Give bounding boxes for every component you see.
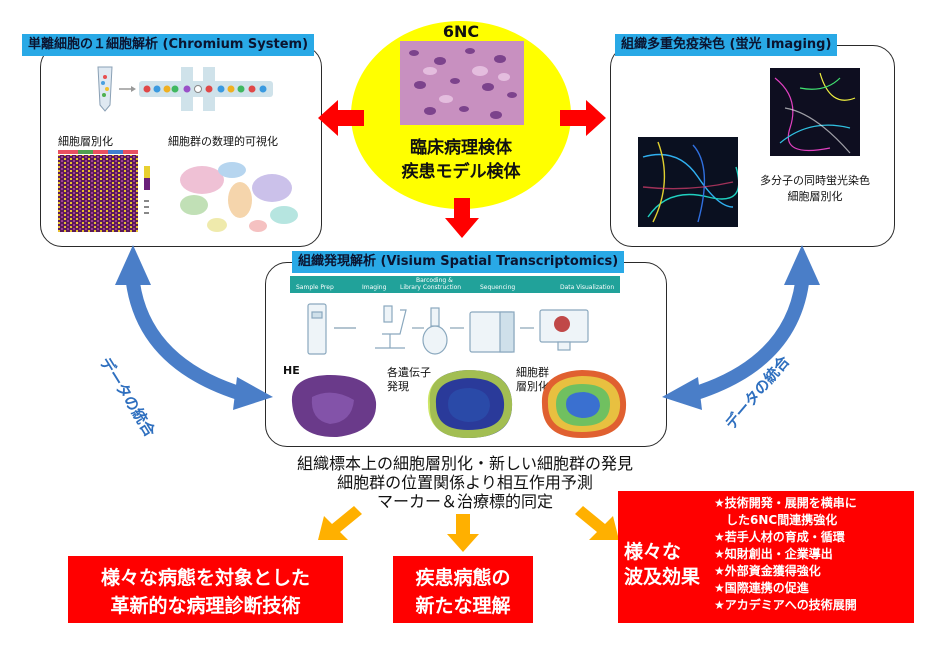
orange-arrow-right <box>575 506 619 540</box>
chromium-header: 単離細胞の１細胞解析 (Chromium System) <box>22 34 315 56</box>
cell-stratification-label: 細胞層別化 <box>58 135 113 148</box>
ripple-item-1: ★技術開発・展開を横串に <box>714 496 857 510</box>
cluster-label-2: 層別化 <box>516 380 549 393</box>
ripple-item-6: ★国際連携の促進 <box>714 581 809 595</box>
diagnostic-tech-line-1: 様々な病態を対象とした <box>100 567 310 589</box>
red-arrow-down <box>445 198 479 238</box>
red-arrow-left <box>318 100 364 136</box>
finding-line-1: 組織標本上の細胞層別化・新しい細胞群の発見 <box>296 454 633 473</box>
imaging-header: 組織多重免疫染色 (蛍光 Imaging) <box>615 34 838 56</box>
ripple-item-5: ★外部資金獲得強化 <box>714 564 821 578</box>
workflow-step-sequencing: Sequencing <box>480 284 516 291</box>
microfluidics-illustration <box>97 66 273 112</box>
he-label: HE <box>283 364 300 377</box>
workflow-step-data-visualization: Data Visualization <box>560 284 615 291</box>
disease-model-text: 疾患モデル検体 <box>401 162 521 182</box>
disease-understanding-line-2: 新たな理解 <box>415 595 511 617</box>
imaging-stratification-label: 細胞層別化 <box>787 190 843 203</box>
he-tissue-section <box>291 374 377 438</box>
orange-arrow-left <box>318 506 362 540</box>
ripple-effect-box <box>618 491 914 623</box>
visium-header: 組織発現解析 (Visium Spatial Transcriptomics) <box>292 251 625 273</box>
diagnostic-tech-line-2: 革新的な病理診断技術 <box>110 595 301 617</box>
integration-arrow-right <box>662 245 820 410</box>
diagnostic-tech-box <box>68 556 343 623</box>
disease-understanding-line-1: 疾患病態の <box>415 567 511 589</box>
workflow-icons <box>307 303 589 355</box>
finding-line-2: 細胞群の位置関係より相互作用予測 <box>337 473 593 492</box>
workflow-step-imaging: Imaging <box>362 284 387 291</box>
fluorescence-image-top <box>770 68 860 156</box>
red-arrow-right <box>560 100 606 136</box>
he-histology-image <box>400 41 524 125</box>
mathematical-visualization-label: 細胞群の数理的可視化 <box>168 135 278 148</box>
integration-arrow-left <box>115 245 273 410</box>
fluorescence-image-bottom <box>638 137 738 227</box>
sixnc-title: 6NC <box>442 22 480 41</box>
gene-expression-label-1: 各遺伝子 <box>387 366 431 379</box>
workflow-step-library: Library Construction <box>400 284 462 291</box>
ripple-title-2: 波及効果 <box>624 566 701 588</box>
gene-expression-map <box>427 369 513 439</box>
orange-arrow-center <box>447 514 479 552</box>
finding-line-3: マーカー＆治療標的同定 <box>376 492 553 511</box>
disease-understanding-box <box>393 556 533 623</box>
workflow-step-barcoding: Barcoding & <box>416 277 453 284</box>
expression-heatmap <box>58 150 150 232</box>
multiplex-stain-label: 多分子の同時蛍光染色 <box>760 174 870 187</box>
ripple-item-3: ★若手人材の育成・循環 <box>714 530 845 544</box>
cluster-label-1: 細胞群 <box>516 366 549 379</box>
ripple-item-4: ★知財創出・企業導出 <box>714 547 833 561</box>
clinical-specimen-text: 臨床病理検体 <box>410 138 512 158</box>
ripple-item-7: ★アカデミアへの技術展開 <box>714 598 857 612</box>
gene-expression-label-2: 発現 <box>387 380 409 393</box>
ripple-item-2: した6NC間連携強化 <box>726 513 838 527</box>
workflow-bar <box>290 276 620 293</box>
cluster-map <box>541 370 627 438</box>
tsne-plot <box>180 162 298 232</box>
ripple-title-1: 様々な <box>624 541 682 563</box>
workflow-step-sample-prep: Sample Prep <box>296 284 334 291</box>
